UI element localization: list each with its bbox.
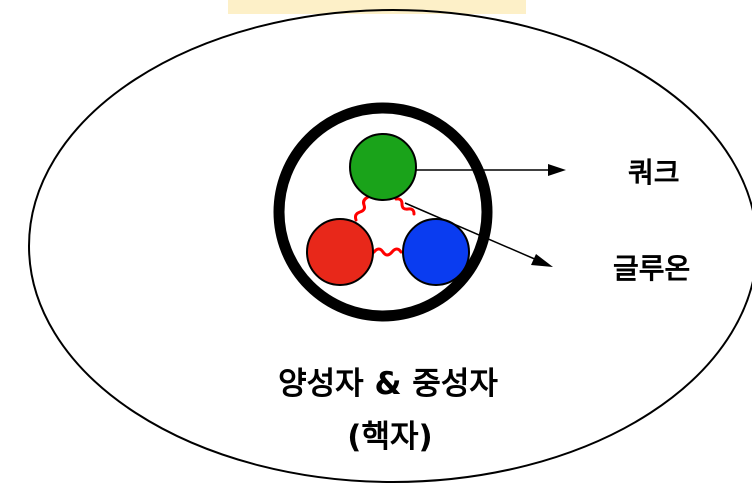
gluon-label: 글루온 [613, 252, 690, 285]
nucleon-label: 양성자 & 중성자 [278, 366, 498, 402]
gluon-spring-left [354, 195, 370, 222]
quark-blue [402, 218, 470, 286]
nucleon-circle [273, 102, 493, 322]
outer-ellipse [28, 9, 752, 483]
gluon-arrow-line [404, 202, 538, 261]
quark-red [306, 218, 374, 286]
gluon-arrowhead [531, 254, 553, 267]
nucleus-label: (핵자) [347, 419, 432, 455]
quark-label: 쿼크 [628, 156, 680, 189]
top-highlight [228, 0, 526, 14]
quark-green [349, 133, 417, 201]
quark-arrowhead [548, 164, 566, 176]
gluon-spring-bottom [372, 247, 403, 257]
gluon-spring-right [394, 197, 416, 216]
